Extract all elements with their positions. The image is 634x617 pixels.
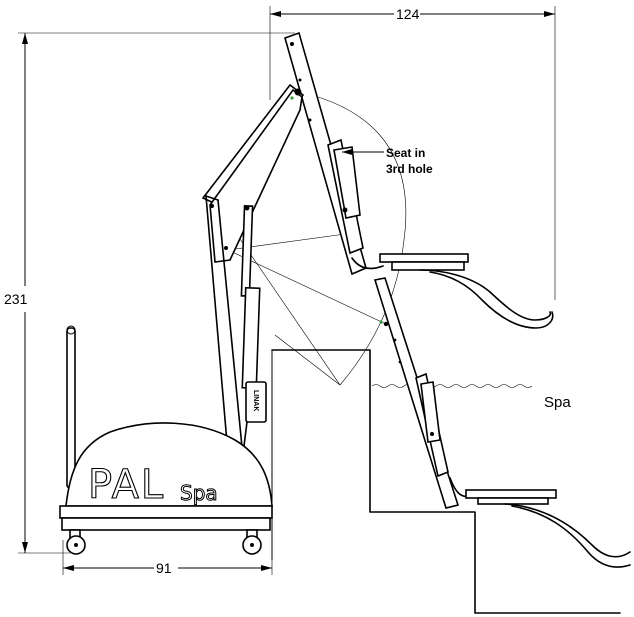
spa-label: Spa (544, 394, 571, 411)
caster-wheels (66, 529, 262, 555)
reach-dimension: 124 (269, 6, 556, 300)
swing-arc (211, 91, 407, 386)
logo-sub: Spa (180, 481, 218, 505)
base-housing: PAL Spa (59, 422, 273, 531)
seat-note-line1: Seat in (386, 146, 425, 160)
water-line (371, 384, 533, 388)
logo-main: PAL (88, 462, 165, 508)
height-dimension-value: 231 (4, 291, 28, 307)
support-frame (205, 195, 246, 479)
actuator-brand: LINAK (252, 390, 259, 411)
seat-lowered (415, 372, 631, 568)
height-dimension: 231 (4, 32, 295, 554)
lowered-pivot-marker (379, 320, 383, 324)
spa-wall (271, 349, 621, 614)
seat-note: Seat in 3rd hole (342, 146, 433, 176)
base-dimension-value: 91 (156, 560, 172, 576)
seat-note-line2: 3rd hole (386, 162, 433, 176)
linear-actuator: LINAK (239, 205, 267, 479)
push-handle (66, 325, 76, 489)
reach-dimension-value: 124 (396, 6, 420, 22)
seat-raised (327, 138, 554, 329)
boom-pivot-marker (290, 96, 294, 100)
base-dimension: 91 (62, 540, 273, 576)
boom-arm (201, 83, 305, 263)
